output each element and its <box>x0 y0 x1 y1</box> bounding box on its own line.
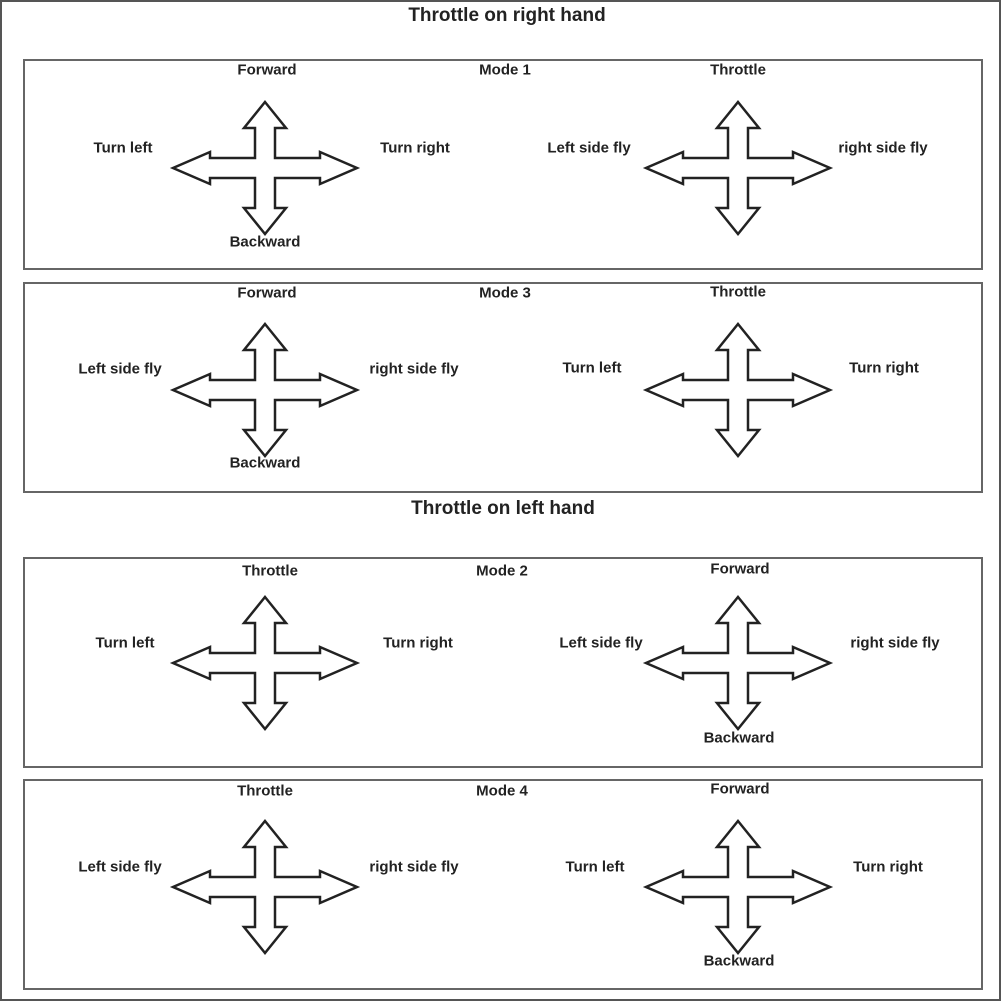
label-left-top: Throttle <box>237 782 293 800</box>
four-way-arrow-icon <box>642 595 834 731</box>
label-left-left: Turn left <box>95 634 155 652</box>
panel-mode-3 <box>23 282 983 493</box>
four-way-arrow-icon <box>642 100 834 236</box>
mode-title: Mode 2 <box>476 562 528 580</box>
four-way-arrow-icon <box>169 100 361 236</box>
label-right-top: Forward <box>710 780 770 798</box>
panel-mode-1 <box>23 59 983 270</box>
label-right-bottom: Backward <box>703 729 775 747</box>
panel-mode-2 <box>23 557 983 768</box>
label-right-right: right side fly <box>850 634 940 652</box>
label-right-right: right side fly <box>838 139 928 157</box>
four-way-arrow-icon <box>169 322 361 458</box>
arrow-shape <box>642 819 834 955</box>
label-left-right: Turn right <box>380 139 450 157</box>
label-left-bottom: Backward <box>229 233 301 251</box>
arrow-shape <box>642 322 834 458</box>
label-right-top: Throttle <box>710 61 766 79</box>
arrow-shape <box>642 100 834 236</box>
four-way-arrow-icon <box>169 595 361 731</box>
label-right-left: Turn left <box>562 359 622 377</box>
title-throttle-right-hand: Throttle on right hand <box>408 5 606 26</box>
label-left-top: Throttle <box>242 562 298 580</box>
label-right-left: Left side fly <box>547 139 631 157</box>
label-right-top: Forward <box>710 560 770 578</box>
label-left-right: right side fly <box>369 360 459 378</box>
label-left-right: Turn right <box>383 634 453 652</box>
label-right-left: Turn left <box>565 858 625 876</box>
label-left-top: Forward <box>237 284 297 302</box>
arrow-shape <box>169 100 361 236</box>
label-left-right: right side fly <box>369 858 459 876</box>
mode-title: Mode 1 <box>479 61 531 79</box>
four-way-arrow-icon <box>642 322 834 458</box>
label-right-right: Turn right <box>849 359 919 377</box>
label-left-left: Left side fly <box>78 858 162 876</box>
label-right-top: Throttle <box>710 283 766 301</box>
label-left-left: Left side fly <box>78 360 162 378</box>
label-right-left: Left side fly <box>559 634 643 652</box>
arrow-shape <box>169 819 361 955</box>
label-right-right: Turn right <box>853 858 923 876</box>
four-way-arrow-icon <box>642 819 834 955</box>
arrow-shape <box>169 595 361 731</box>
arrow-shape <box>169 322 361 458</box>
arrow-shape <box>642 595 834 731</box>
panel-mode-4 <box>23 779 983 990</box>
title-throttle-left-hand: Throttle on left hand <box>411 498 595 519</box>
mode-title: Mode 3 <box>479 284 531 302</box>
four-way-arrow-icon <box>169 819 361 955</box>
label-right-bottom: Backward <box>703 952 775 970</box>
label-left-bottom: Backward <box>229 454 301 472</box>
mode-title: Mode 4 <box>476 782 528 800</box>
label-left-top: Forward <box>237 61 297 79</box>
label-left-left: Turn left <box>93 139 153 157</box>
